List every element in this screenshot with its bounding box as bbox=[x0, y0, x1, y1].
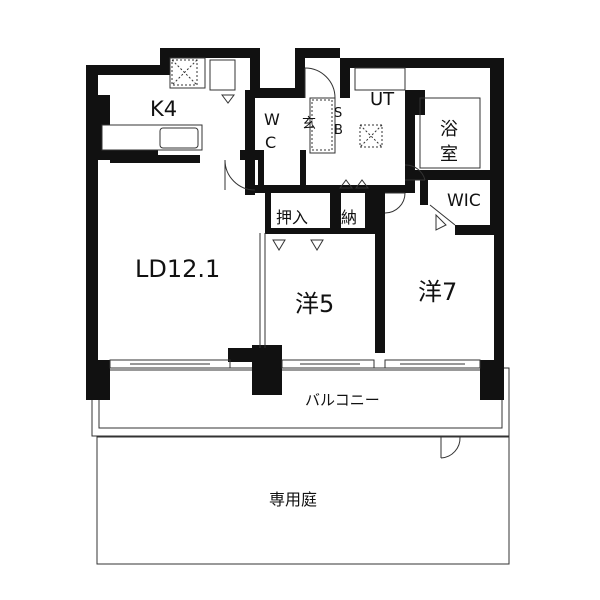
label-utility: UT bbox=[370, 89, 395, 110]
label-shoebox-bottom: B bbox=[334, 123, 343, 138]
label-kitchen: K4 bbox=[150, 97, 177, 121]
label-wc-top: W bbox=[264, 110, 280, 129]
label-wic: WIC bbox=[447, 191, 481, 211]
label-bedroom-small: 洋5 bbox=[295, 290, 334, 318]
label-shoebox-top: S bbox=[334, 106, 342, 121]
label-garden: 専用庭 bbox=[269, 490, 317, 509]
balcony-outline bbox=[91, 367, 510, 437]
label-entrance: 玄 bbox=[302, 115, 316, 132]
doors bbox=[224, 67, 456, 226]
balcony-inner-outline bbox=[98, 369, 503, 429]
fixture-boxes bbox=[171, 59, 383, 151]
outer-walls bbox=[86, 48, 504, 400]
gate-swing bbox=[440, 436, 461, 459]
label-bath-bottom: 室 bbox=[440, 144, 458, 165]
label-balcony: バルコニー bbox=[305, 391, 380, 409]
label-wc-bottom: C bbox=[265, 133, 276, 152]
label-bedroom-large: 洋7 bbox=[418, 278, 457, 306]
windows bbox=[109, 359, 481, 369]
label-closet: 押入 bbox=[276, 208, 308, 227]
label-living: LD12.1 bbox=[135, 255, 220, 283]
garden-outline bbox=[96, 436, 510, 565]
kitchen-counter bbox=[101, 124, 203, 163]
arrow-marks bbox=[221, 94, 447, 251]
label-bath-top: 浴 bbox=[440, 119, 458, 140]
label-storage: 納 bbox=[341, 208, 357, 227]
room-lines bbox=[169, 57, 481, 348]
